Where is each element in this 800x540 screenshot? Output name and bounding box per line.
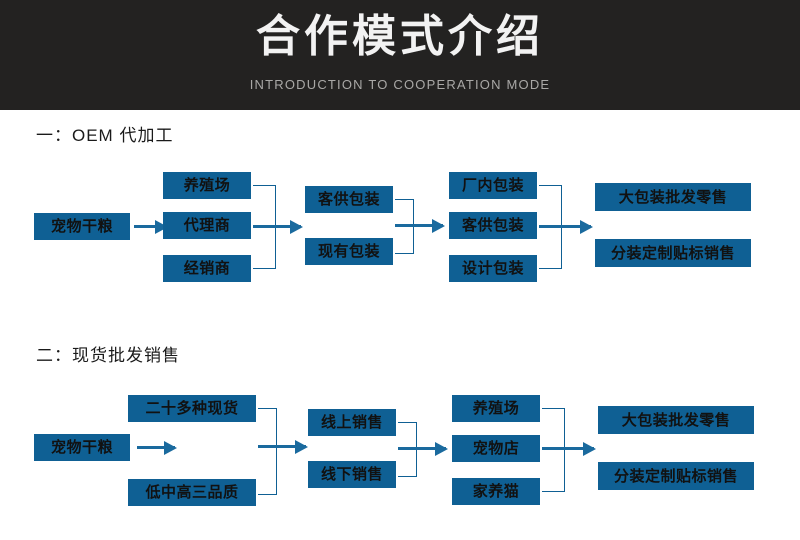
- section-2-arrow-col1-col2: [137, 446, 175, 449]
- section-2-node-bulk-wholesale-retail: 大包装批发零售: [598, 406, 754, 434]
- section-2-bracket-col4: [542, 408, 565, 492]
- section-1-node-agent: 代理商: [163, 212, 251, 239]
- section-2-node-online-sales: 线上销售: [308, 409, 396, 436]
- section-2-bracket-col2: [258, 408, 277, 495]
- page-subtitle: INTRODUCTION TO COOPERATION MODE: [249, 77, 551, 92]
- section-1-node-designed-packaging: 设计包装: [449, 255, 537, 282]
- section-1-node-customer-supplied-packaging: 客供包装: [305, 186, 393, 213]
- section-1-node-distributor: 经销商: [163, 255, 251, 282]
- section-1-node-customer-supplied-packaging-2: 客供包装: [449, 212, 537, 239]
- section-1-node-existing-packaging: 现有包装: [305, 238, 393, 265]
- page-title: 合作模式介绍: [256, 12, 544, 61]
- page-banner: 合作模式介绍 INTRODUCTION TO COOPERATION MODE: [0, 0, 800, 110]
- section-1-node-breeding-farm: 养殖场: [163, 172, 251, 199]
- section-1-node-bulk-wholesale-retail: 大包装批发零售: [595, 183, 751, 211]
- section-1-node-in-factory-packaging: 厂内包装: [449, 172, 537, 199]
- section-1-heading: 一：OEM 代加工: [36, 126, 174, 145]
- section-1-arrow-col4-col5: [539, 225, 591, 228]
- section-1-arrow-col3-col4: [395, 224, 443, 227]
- section-1-arrow-col1-col2: [134, 225, 166, 228]
- section-2-node-breeding-farm: 养殖场: [452, 395, 540, 422]
- section-2-node-house-cat: 家养猫: [452, 478, 540, 505]
- section-2-node-pet-dry-food: 宠物干粮: [34, 434, 130, 461]
- section-1-node-repack-custom-label-sales: 分装定制贴标销售: [595, 239, 751, 267]
- section-2-arrow-col4-col5: [542, 447, 594, 450]
- section-2-node-repack-custom-label-sales: 分装定制贴标销售: [598, 462, 754, 490]
- section-1-node-pet-dry-food: 宠物干粮: [34, 213, 130, 240]
- section-2-node-pet-shop: 宠物店: [452, 435, 540, 462]
- section-1-arrow-col2-col3: [253, 225, 301, 228]
- section-2-node-low-mid-high-quality: 低中高三品质: [128, 479, 256, 506]
- section-2-arrow-col3-col4: [398, 447, 446, 450]
- section-2-heading: 二：现货批发销售: [36, 346, 180, 365]
- section-2-arrow-col2-col3: [258, 445, 306, 448]
- section-2-node-offline-sales: 线下销售: [308, 461, 396, 488]
- section-2-node-twenty-plus-stock-types: 二十多种现货: [128, 395, 256, 422]
